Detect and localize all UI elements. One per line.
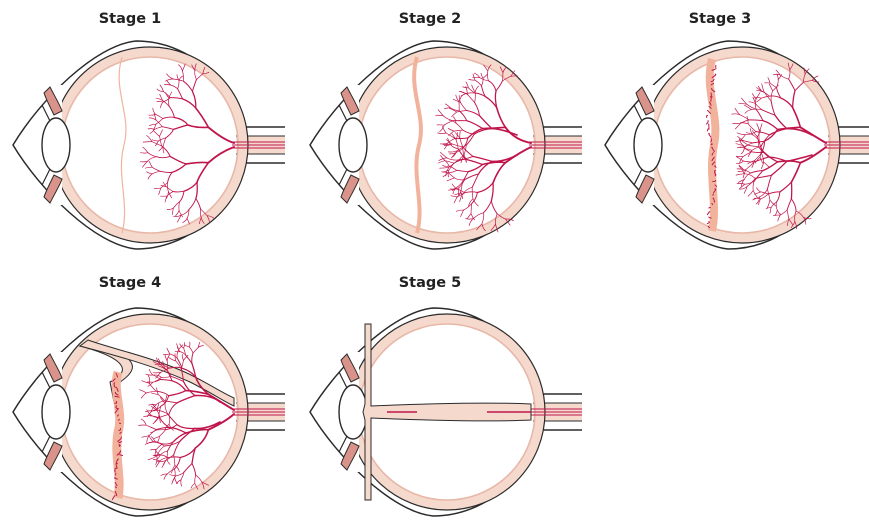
lens	[42, 385, 70, 439]
stage-1-eye	[13, 41, 285, 249]
vitreous	[64, 326, 237, 499]
stage-4-title: Stage 4	[99, 275, 162, 291]
stage-3-eye	[605, 41, 869, 249]
lens	[339, 118, 367, 172]
stage-5-eye	[310, 308, 582, 516]
stage-3-title: Stage 3	[689, 11, 752, 27]
lens	[634, 118, 662, 172]
stage-2-title: Stage 2	[399, 11, 462, 27]
neovessel	[116, 473, 117, 475]
lens	[42, 118, 70, 172]
stage-2-eye	[310, 41, 582, 249]
stage-5-title: Stage 5	[399, 275, 462, 291]
vitreous	[64, 59, 237, 232]
stage-1-title: Stage 1	[99, 11, 162, 27]
stage-4-eye	[13, 308, 285, 516]
